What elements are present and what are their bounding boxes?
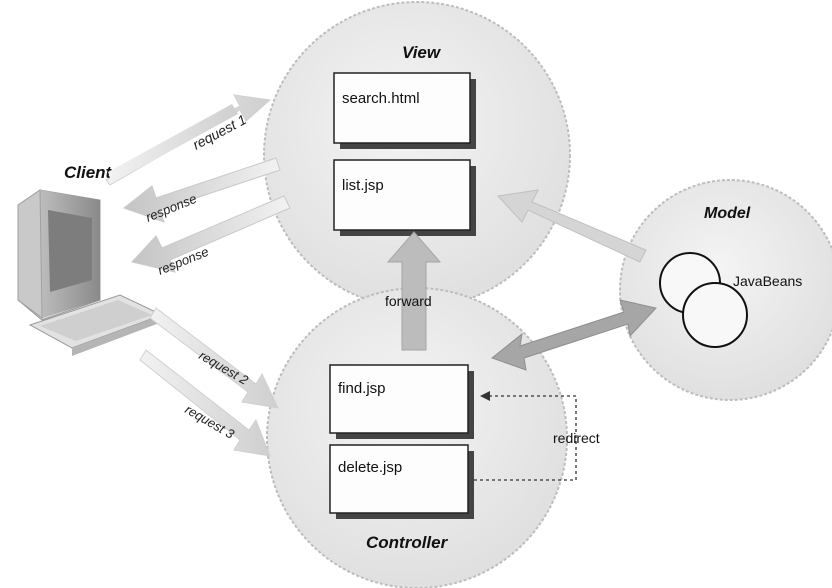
javabean-circle-front [682,282,748,348]
model-component-label: JavaBeans [733,273,802,289]
view-file-search-html: search.html [333,72,476,149]
view-file-list-label: list.jsp [342,177,384,194]
controller-file-find-jsp: find.jsp [329,364,474,439]
arrow-response-2: response [131,195,291,278]
arrow-request-2: request 2 [149,307,279,409]
view-file-search-label: search.html [342,90,420,107]
model-title: Model [704,205,751,222]
arrow-forward-label: forward [385,293,432,309]
controller-title: Controller [366,533,449,552]
view-file-list-jsp: list.jsp [333,159,476,236]
client-computer-icon [17,189,164,356]
arrow-redirect: redirect [474,391,600,481]
client-title: Client [64,163,113,182]
arrow-model-to-view [496,189,647,263]
controller-file-delete-label: delete.jsp [338,459,402,476]
arrow-forward: forward [385,231,442,351]
arrow-controller-model [490,299,657,371]
arrow-redirect-label: redirect [553,430,600,446]
view-title: View [402,43,442,62]
arrow-request-2-label: request 2 [197,348,252,388]
controller-file-find-label: find.jsp [338,380,386,397]
controller-file-delete-jsp: delete.jsp [329,444,474,519]
